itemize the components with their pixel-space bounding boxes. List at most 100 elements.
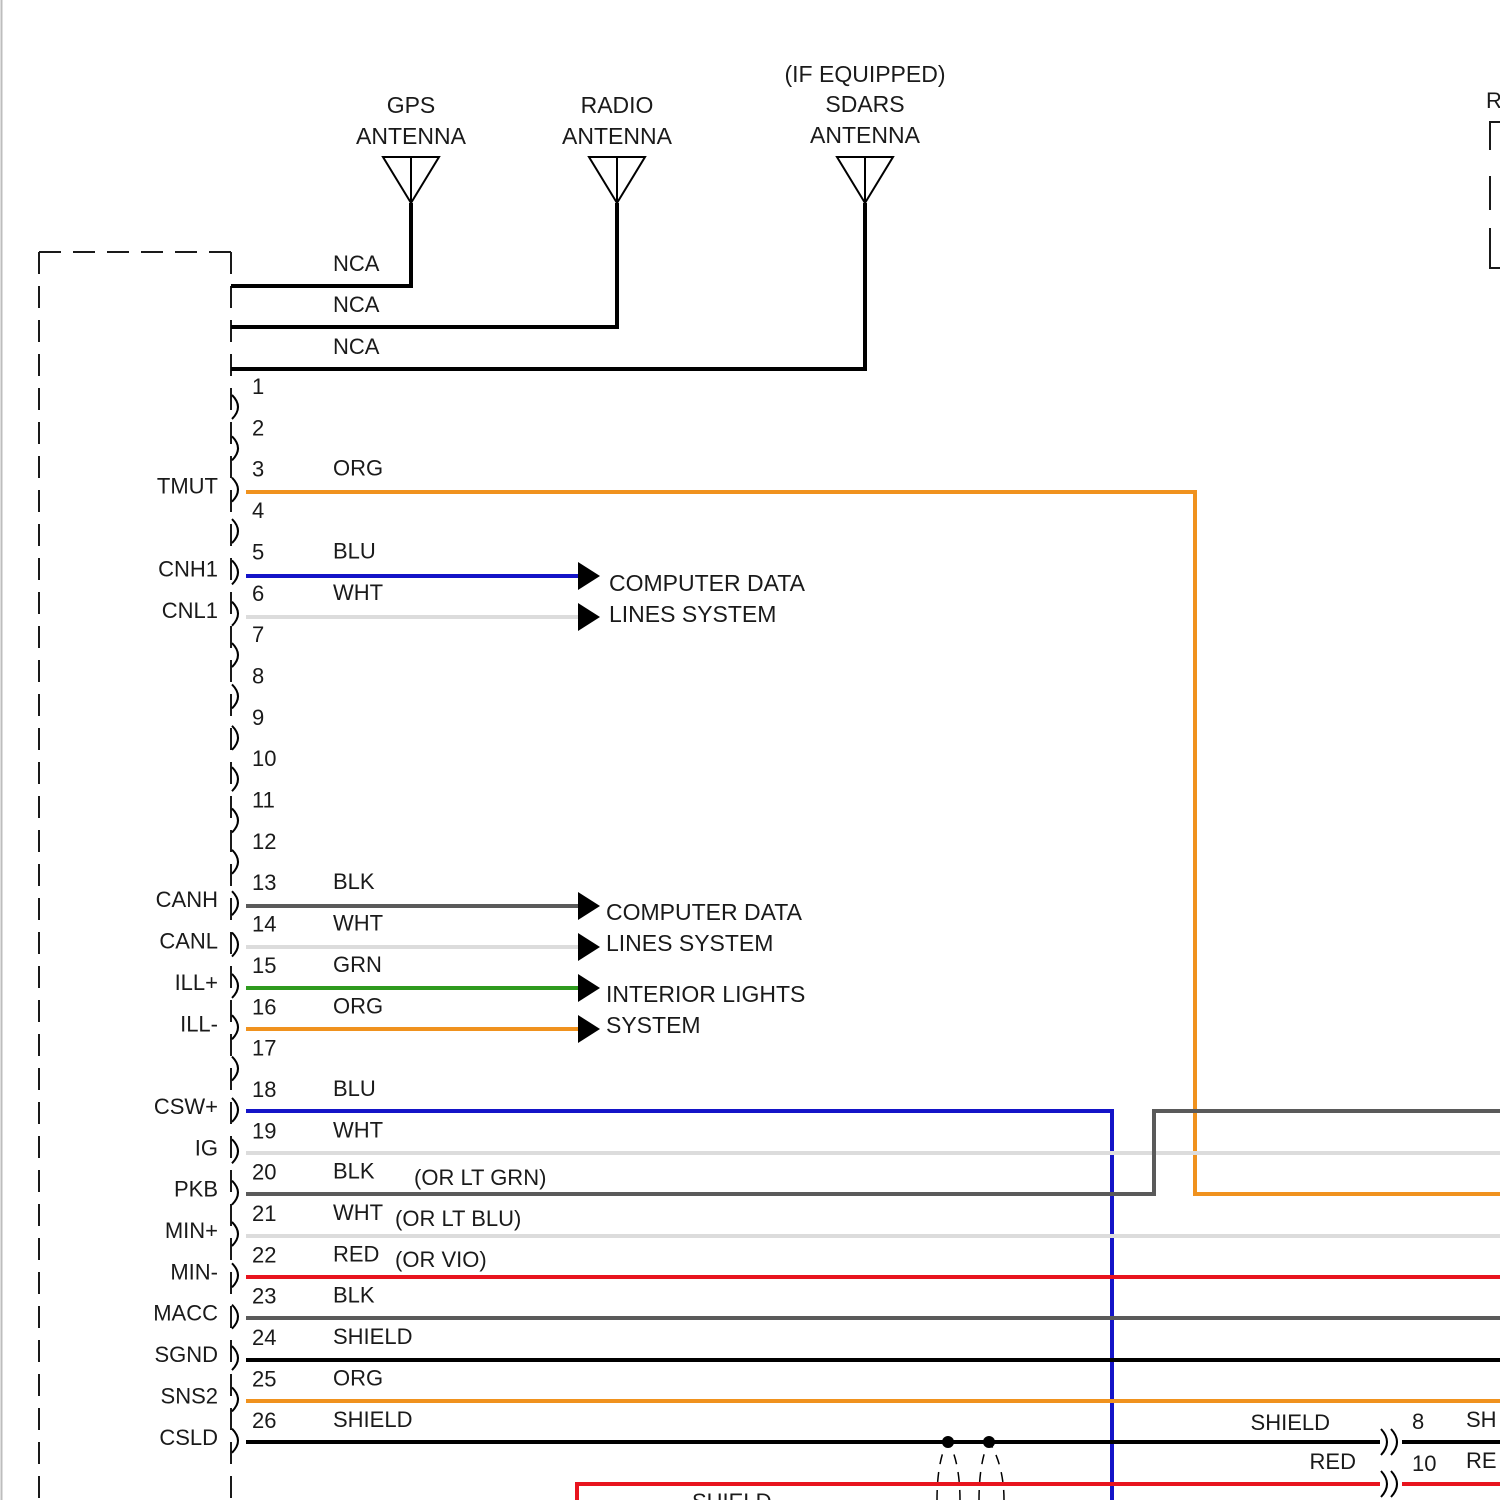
cdl-ref-1-line1: COMPUTER DATA <box>609 570 806 596</box>
right-shield-clip-label: SH <box>1466 1407 1497 1432</box>
reference-labels: COMPUTER DATA LINES SYSTEM COMPUTER DATA… <box>606 570 806 1038</box>
pin-clip <box>232 395 238 419</box>
wire-color-label: RED <box>333 1241 379 1266</box>
pin-clip <box>232 1139 238 1163</box>
pin-clip <box>232 850 238 874</box>
pin-number: 26 <box>252 1408 276 1433</box>
sdars-antenna-label-1: (IF EQUIPPED) <box>784 61 945 87</box>
alternate-color-notes: (OR LT GRN) (OR LT BLU) (OR VIO) <box>395 1165 546 1272</box>
wire-color-label: GRN <box>333 952 382 977</box>
signal-name: TMUT <box>157 474 218 499</box>
pin-number: 24 <box>252 1325 276 1350</box>
pin-number: 18 <box>252 1077 276 1102</box>
pin-number: 17 <box>252 1036 276 1061</box>
pin-clip <box>232 1429 238 1453</box>
pin-numbers: 1234567891011121314151617181920212223242… <box>252 374 276 1433</box>
pin-number: 1 <box>252 374 264 399</box>
pin-number: 19 <box>252 1118 276 1143</box>
pin-number: 7 <box>252 622 264 647</box>
wire-color-label: SHIELD <box>333 1324 412 1349</box>
pin-number: 20 <box>252 1160 276 1185</box>
signal-name: CSW+ <box>154 1094 218 1119</box>
wire-color-label: ORG <box>333 993 383 1018</box>
antenna-symbols <box>383 157 893 203</box>
pin-clip <box>232 1015 238 1039</box>
connector-clips <box>232 395 238 1453</box>
right-pin-10: 10 <box>1412 1451 1436 1476</box>
signal-name: MACC <box>153 1301 218 1326</box>
signal-name: CNH1 <box>158 556 218 581</box>
wire-color-label: WHT <box>333 1200 383 1225</box>
wire-color-label: BLK <box>333 1283 375 1308</box>
pin-clip <box>232 643 238 667</box>
pin-clip <box>232 436 238 460</box>
radio-wire-label: NCA <box>333 292 380 317</box>
pin-number: 11 <box>252 788 275 813</box>
pin-number: 16 <box>252 994 276 1019</box>
gps-antenna-label-2: ANTENNA <box>356 123 467 149</box>
pin-clip <box>232 767 238 791</box>
right-red-clip-label: RE <box>1466 1448 1497 1473</box>
wire-color-label: ORG <box>333 456 383 481</box>
pin-number: 4 <box>252 498 264 523</box>
right-connector-clips <box>1381 1429 1397 1497</box>
pin-clip <box>232 809 238 833</box>
pin-clip <box>232 1346 238 1370</box>
gps-wire-label: NCA <box>333 251 380 276</box>
wire-color-label: SHIELD <box>333 1407 412 1432</box>
wire-tmut-org <box>246 492 1500 1194</box>
min-plus-alt-color: (OR LT BLU) <box>395 1206 521 1231</box>
signal-name: CSLD <box>159 1425 218 1450</box>
signal-name: CNL1 <box>162 598 218 623</box>
antenna-wire-labels: NCA NCA NCA <box>333 251 380 359</box>
right-red-wire-label: RED <box>1310 1449 1356 1474</box>
top-right-connector <box>1490 122 1500 268</box>
signal-names: TMUTCNH1CNL1CANHCANLILL+ILL-CSW+IGPKBMIN… <box>153 474 218 1450</box>
ill-ref-line2: SYSTEM <box>606 1012 701 1038</box>
pin-clip <box>232 891 238 915</box>
pin-number: 8 <box>252 663 264 688</box>
pin-clip <box>232 519 238 543</box>
pin-number: 2 <box>252 415 264 440</box>
wire-color-label: WHT <box>333 580 383 605</box>
sdars-antenna-label-3: ANTENNA <box>810 122 921 148</box>
signal-name: MIN+ <box>165 1218 218 1243</box>
pin-number: 9 <box>252 705 264 730</box>
pin-clip <box>232 684 238 708</box>
right-shield-wire-label: SHIELD <box>1251 1410 1330 1435</box>
wire-color-label: BLK <box>333 869 375 894</box>
min-minus-alt-color: (OR VIO) <box>395 1247 487 1272</box>
antenna-labels: GPS ANTENNA RADIO ANTENNA (IF EQUIPPED) … <box>356 61 945 149</box>
wire-color-label: BLU <box>333 538 376 563</box>
pin-number: 13 <box>252 870 276 895</box>
pkb-alt-color: (OR LT GRN) <box>414 1165 546 1190</box>
antenna-cables <box>231 203 865 369</box>
signal-name: IG <box>195 1135 218 1160</box>
radio-antenna-label-1: RADIO <box>581 92 654 118</box>
reference-arrows <box>578 562 600 1043</box>
radio-antenna-label-2: ANTENNA <box>562 123 673 149</box>
pin-clip <box>232 1387 238 1411</box>
pin-number: 14 <box>252 912 276 937</box>
signal-name: ILL+ <box>175 970 218 995</box>
pin-clip <box>232 478 238 502</box>
top-right-clip-label: R <box>1486 88 1500 113</box>
pin-clip <box>232 1263 238 1287</box>
pin-clip <box>232 974 238 998</box>
pin-number: 3 <box>252 457 264 482</box>
signal-name: CANL <box>159 929 218 954</box>
pin-number: 12 <box>252 829 276 854</box>
pin-number: 5 <box>252 539 264 564</box>
pin-clip <box>232 1181 238 1205</box>
pin-clip <box>232 1098 238 1122</box>
pin-clip <box>232 602 238 626</box>
shield-splices <box>937 1436 1004 1500</box>
pin-number: 23 <box>252 1284 276 1309</box>
pin-clip <box>232 933 238 957</box>
wire-color-label: WHT <box>333 911 383 936</box>
pin-clip <box>232 1222 238 1246</box>
ill-ref-line1: INTERIOR LIGHTS <box>606 981 805 1007</box>
wire-color-label: BLK <box>333 1159 375 1184</box>
signal-name: MIN- <box>170 1259 218 1284</box>
pin-number: 10 <box>252 746 276 771</box>
